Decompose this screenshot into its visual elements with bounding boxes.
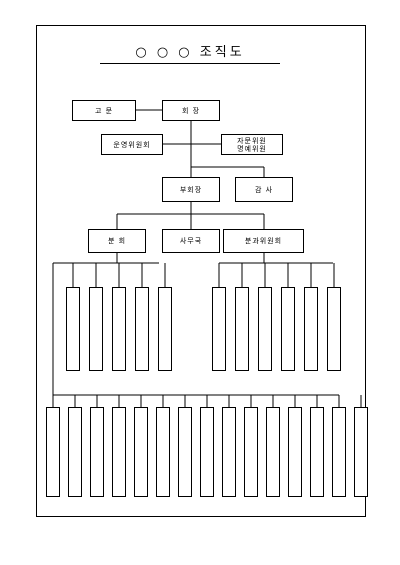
bottom-unit-box	[134, 407, 148, 497]
bottom-unit-box	[90, 407, 104, 497]
branch-unit-box	[135, 287, 149, 371]
subcommittee-unit-box	[327, 287, 341, 371]
branch-box: 분 회	[88, 229, 146, 253]
auditor-box: 감 사	[235, 177, 293, 202]
subcommittee-unit-box	[304, 287, 318, 371]
chairman-box: 회 장	[162, 100, 220, 121]
bottom-unit-box	[310, 407, 324, 497]
bottom-unit-box	[68, 407, 82, 497]
bottom-unit-box	[244, 407, 258, 497]
bottom-unit-box	[266, 407, 280, 497]
document-frame	[36, 25, 366, 517]
bottom-unit-box	[46, 407, 60, 497]
bottom-unit-box	[332, 407, 346, 497]
bottom-unit-box	[200, 407, 214, 497]
page-title: ○ ○ ○ 조직도	[135, 45, 245, 60]
bottom-unit-box	[354, 407, 368, 497]
bottom-unit-box	[222, 407, 236, 497]
subcommittee-unit-box	[235, 287, 249, 371]
bottom-unit-box	[288, 407, 302, 497]
honorary-committee-box: 자문위원 명예위원	[221, 134, 283, 155]
vice-chairman-box: 부회장	[162, 177, 220, 202]
bottom-unit-box	[112, 407, 126, 497]
subcommittee-unit-box	[212, 287, 226, 371]
advisor-box: 고 문	[72, 100, 136, 121]
title-underline	[100, 63, 280, 64]
bottom-unit-box	[178, 407, 192, 497]
subcommittee-box: 분과위원회	[223, 229, 304, 253]
secretariat-box: 사무국	[162, 229, 220, 253]
operating-committee-box: 운영위원회	[101, 134, 163, 155]
branch-unit-box	[158, 287, 172, 371]
branch-unit-box	[66, 287, 80, 371]
subcommittee-unit-box	[281, 287, 295, 371]
branch-unit-box	[89, 287, 103, 371]
subcommittee-unit-box	[258, 287, 272, 371]
branch-unit-box	[112, 287, 126, 371]
bottom-unit-box	[156, 407, 170, 497]
